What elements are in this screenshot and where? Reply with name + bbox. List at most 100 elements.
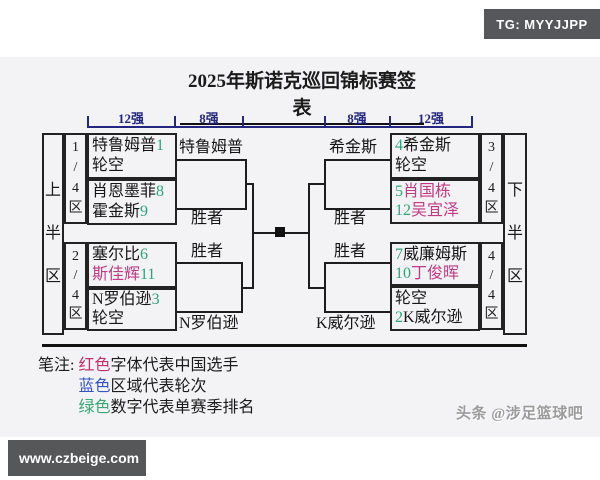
region-label-char: /	[73, 268, 78, 284]
player-name: 威廉姆斯	[403, 245, 468, 263]
region-label-char: /	[489, 160, 494, 176]
player-name: 肖恩墨菲	[92, 183, 157, 200]
winner-right-top: 胜者	[334, 210, 367, 227]
seed-number: 6	[140, 246, 149, 263]
round-band-line	[88, 126, 473, 128]
bottom-divider-line	[42, 344, 527, 347]
round-label-left-12: 12强	[117, 111, 144, 126]
player-name: 轮空	[395, 157, 428, 174]
advancer-right-bottom: K威尔逊	[316, 315, 376, 332]
region-label-char: 3	[488, 140, 495, 156]
band-tick	[87, 116, 89, 128]
player-name: 轮空	[92, 157, 125, 174]
player-name: K威尔逊	[403, 309, 463, 327]
seed-number: 8	[156, 183, 165, 200]
legend-highlight: 蓝色	[78, 378, 111, 395]
bracket-line	[324, 262, 390, 264]
tg-badge: TG: MYYJJPP	[484, 9, 600, 39]
bracket-line	[241, 287, 254, 289]
region-upper-half: 上半区	[42, 133, 64, 335]
bracket-line	[324, 159, 390, 161]
bracket-line	[308, 287, 326, 289]
player-name: 吴宜泽	[411, 202, 460, 220]
player-name: N罗伯逊	[92, 291, 152, 309]
region-lower-half: 下半区	[503, 133, 527, 335]
legend-label: 笔注:	[38, 357, 75, 374]
seed-number: 3	[151, 291, 160, 309]
bracket-card	[0, 57, 600, 437]
seed-number: 1	[156, 137, 165, 154]
region-label-char: 4	[488, 180, 495, 196]
seed-number: 2	[395, 309, 403, 327]
player-name: 塞尔比	[92, 246, 141, 263]
player-name: 特鲁姆普	[92, 137, 157, 154]
match-row: 轮空	[92, 158, 174, 174]
region-label-char: 4	[488, 248, 495, 264]
legend-item-red: 红色字体代表中国选手	[78, 355, 254, 376]
bracket-line	[177, 208, 247, 210]
band-tick	[389, 116, 391, 128]
legend-highlight: 绿色	[78, 399, 111, 416]
page-title: 2025年斯诺克巡回锦标赛签表	[180, 66, 424, 125]
match-row: 轮空	[92, 310, 174, 327]
legend-item-green: 绿色数字代表单赛季排名	[78, 397, 254, 418]
region-label-char: 区	[44, 268, 61, 285]
legend-text: 字体代表中国选手	[110, 357, 239, 374]
player-name: 肖国栋	[403, 182, 452, 200]
bracket-line	[252, 183, 254, 289]
seed-number: 4	[395, 137, 403, 154]
legend-text: 区域代表轮次	[110, 378, 207, 395]
region-quarter-4: 4 / 4 区	[480, 242, 503, 330]
final-node-square	[275, 227, 285, 237]
seed-number: 12	[395, 202, 411, 220]
region-label-char: 4	[72, 287, 79, 303]
region-label-char: 上	[44, 182, 61, 199]
legend-items: 红色字体代表中国选手 蓝色区域代表轮次 绿色数字代表单赛季排名	[78, 355, 254, 418]
region-label-char: 4	[72, 180, 79, 196]
legend: 笔注: 红色字体代表中国选手 蓝色区域代表轮次 绿色数字代表单赛季排名	[38, 355, 254, 418]
bracket-line	[245, 183, 254, 185]
band-tick	[471, 116, 473, 128]
region-label-char: /	[73, 160, 78, 176]
toutiao-watermark: 头条 @涉足篮球吧	[456, 406, 584, 422]
legend-item-blue: 蓝色区域代表轮次	[78, 376, 254, 397]
region-label-char: 区	[68, 200, 83, 216]
player-name: 斯佳辉	[92, 266, 141, 283]
band-tick	[324, 116, 326, 128]
region-label-char: 区	[484, 307, 499, 323]
seed-number: 10	[395, 264, 411, 282]
advancer-left-bottom: N罗伯逊	[179, 315, 239, 332]
advancer-right-top: 希金斯	[329, 139, 378, 156]
region-label-char: /	[489, 268, 494, 284]
legend-highlight: 红色	[78, 357, 111, 374]
bracket-line	[324, 311, 390, 313]
bracket-line	[177, 159, 247, 161]
seed-number: 5	[395, 182, 403, 200]
region-label-char: 4	[488, 287, 495, 303]
round-label-right-8: 8强	[347, 111, 367, 126]
advancer-left-top: 特鲁姆普	[179, 139, 244, 156]
band-tick	[174, 116, 176, 128]
match-row: 轮空	[395, 158, 477, 174]
region-label-char: 区	[506, 268, 523, 285]
bracket-line	[177, 262, 243, 264]
winner-left-top: 胜者	[191, 210, 224, 227]
seed-number: 7	[395, 245, 403, 263]
